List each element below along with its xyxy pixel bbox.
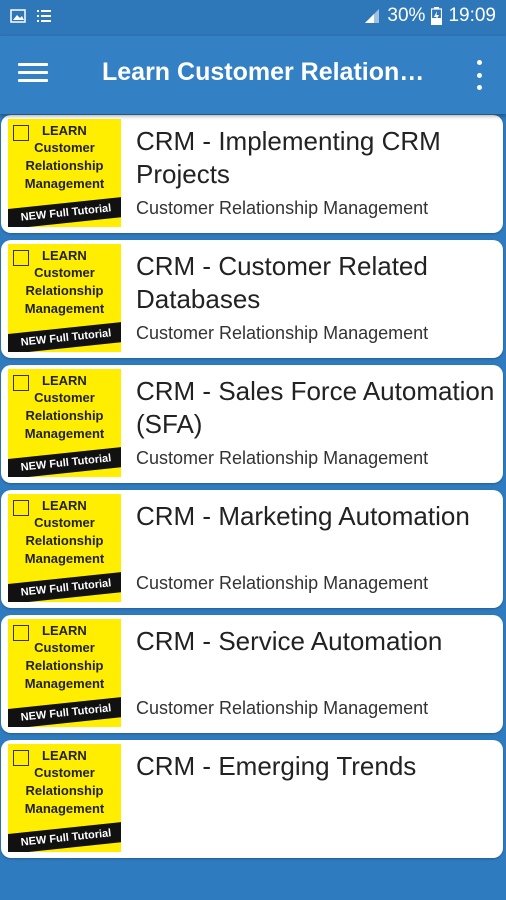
list-item[interactable]: LEARN Customer Relationship Management N… <box>1 240 503 358</box>
thumbnail-title-text: Customer Relationship Management <box>24 265 105 316</box>
list-item[interactable]: LEARN Customer Relationship Management N… <box>1 490 503 608</box>
tutorial-list[interactable]: LEARN Customer Relationship Management N… <box>0 114 506 900</box>
item-title: CRM - Service Automation <box>136 626 443 656</box>
presentation-icon <box>13 125 29 141</box>
thumbnail-learn-text: LEARN <box>42 248 87 263</box>
thumbnail-band: NEW Full Tutorial <box>8 821 121 852</box>
item-title: CRM - Marketing Automation <box>136 501 470 531</box>
presentation-icon <box>13 375 29 391</box>
list-notification-icon <box>37 10 51 22</box>
item-title: CRM - Implementing CRM Projects <box>136 126 441 189</box>
tutorial-thumbnail: LEARN Customer Relationship Management N… <box>8 244 121 352</box>
status-bar: 30% 19:09 <box>0 0 506 36</box>
thumbnail-band: NEW Full Tutorial <box>8 446 121 477</box>
thumbnail-title-text: Customer Relationship Management <box>24 140 105 191</box>
clock: 19:09 <box>448 5 496 26</box>
item-title: CRM - Sales Force Automation (SFA) <box>136 376 495 439</box>
tutorial-thumbnail: LEARN Customer Relationship Management N… <box>8 494 121 602</box>
list-item[interactable]: LEARN Customer Relationship Management N… <box>1 740 503 858</box>
thumbnail-learn-text: LEARN <box>42 498 87 513</box>
tutorial-thumbnail: LEARN Customer Relationship Management N… <box>8 619 121 727</box>
presentation-icon <box>13 750 29 766</box>
signal-icon <box>365 9 380 23</box>
thumbnail-band: NEW Full Tutorial <box>8 321 121 352</box>
tutorial-thumbnail: LEARN Customer Relationship Management N… <box>8 119 121 227</box>
app-title: Learn Customer Relation… <box>102 58 425 86</box>
thumbnail-title-text: Customer Relationship Management <box>24 390 105 441</box>
item-subtitle: Customer Relationship Management <box>136 198 429 218</box>
app-bar: Learn Customer Relation… <box>0 36 506 114</box>
thumbnail-learn-text: LEARN <box>42 373 87 388</box>
thumbnail-learn-text: LEARN <box>42 123 87 138</box>
thumbnail-band: NEW Full Tutorial <box>8 571 121 602</box>
thumbnail-band: NEW Full Tutorial <box>8 196 121 227</box>
thumbnail-title-text: Customer Relationship Management <box>24 765 105 816</box>
list-item[interactable]: LEARN Customer Relationship Management N… <box>1 365 503 483</box>
item-title: CRM - Emerging Trends <box>136 751 417 781</box>
item-subtitle: Customer Relationship Management <box>136 323 429 343</box>
tutorial-thumbnail: LEARN Customer Relationship Management N… <box>8 744 121 852</box>
image-notification-icon <box>10 9 26 23</box>
more-options-icon[interactable] <box>474 60 484 90</box>
thumbnail-title-text: Customer Relationship Management <box>24 640 105 691</box>
tutorial-thumbnail: LEARN Customer Relationship Management N… <box>8 369 121 477</box>
item-title: CRM - Customer Related Databases <box>136 251 428 314</box>
item-subtitle: Customer Relationship Management <box>136 698 429 718</box>
thumbnail-band: NEW Full Tutorial <box>8 696 121 727</box>
item-subtitle: Customer Relationship Management <box>136 448 429 468</box>
menu-icon[interactable] <box>18 60 48 90</box>
thumbnail-learn-text: LEARN <box>42 748 87 763</box>
presentation-icon <box>13 500 29 516</box>
list-item[interactable]: LEARN Customer Relationship Management N… <box>1 615 503 733</box>
battery-percent: 30% <box>387 5 426 26</box>
thumbnail-learn-text: LEARN <box>42 623 87 638</box>
list-item[interactable]: LEARN Customer Relationship Management N… <box>1 115 503 233</box>
presentation-icon <box>13 250 29 266</box>
presentation-icon <box>13 625 29 641</box>
thumbnail-title-text: Customer Relationship Management <box>24 515 105 566</box>
item-subtitle: Customer Relationship Management <box>136 573 429 593</box>
battery-icon <box>431 7 443 25</box>
